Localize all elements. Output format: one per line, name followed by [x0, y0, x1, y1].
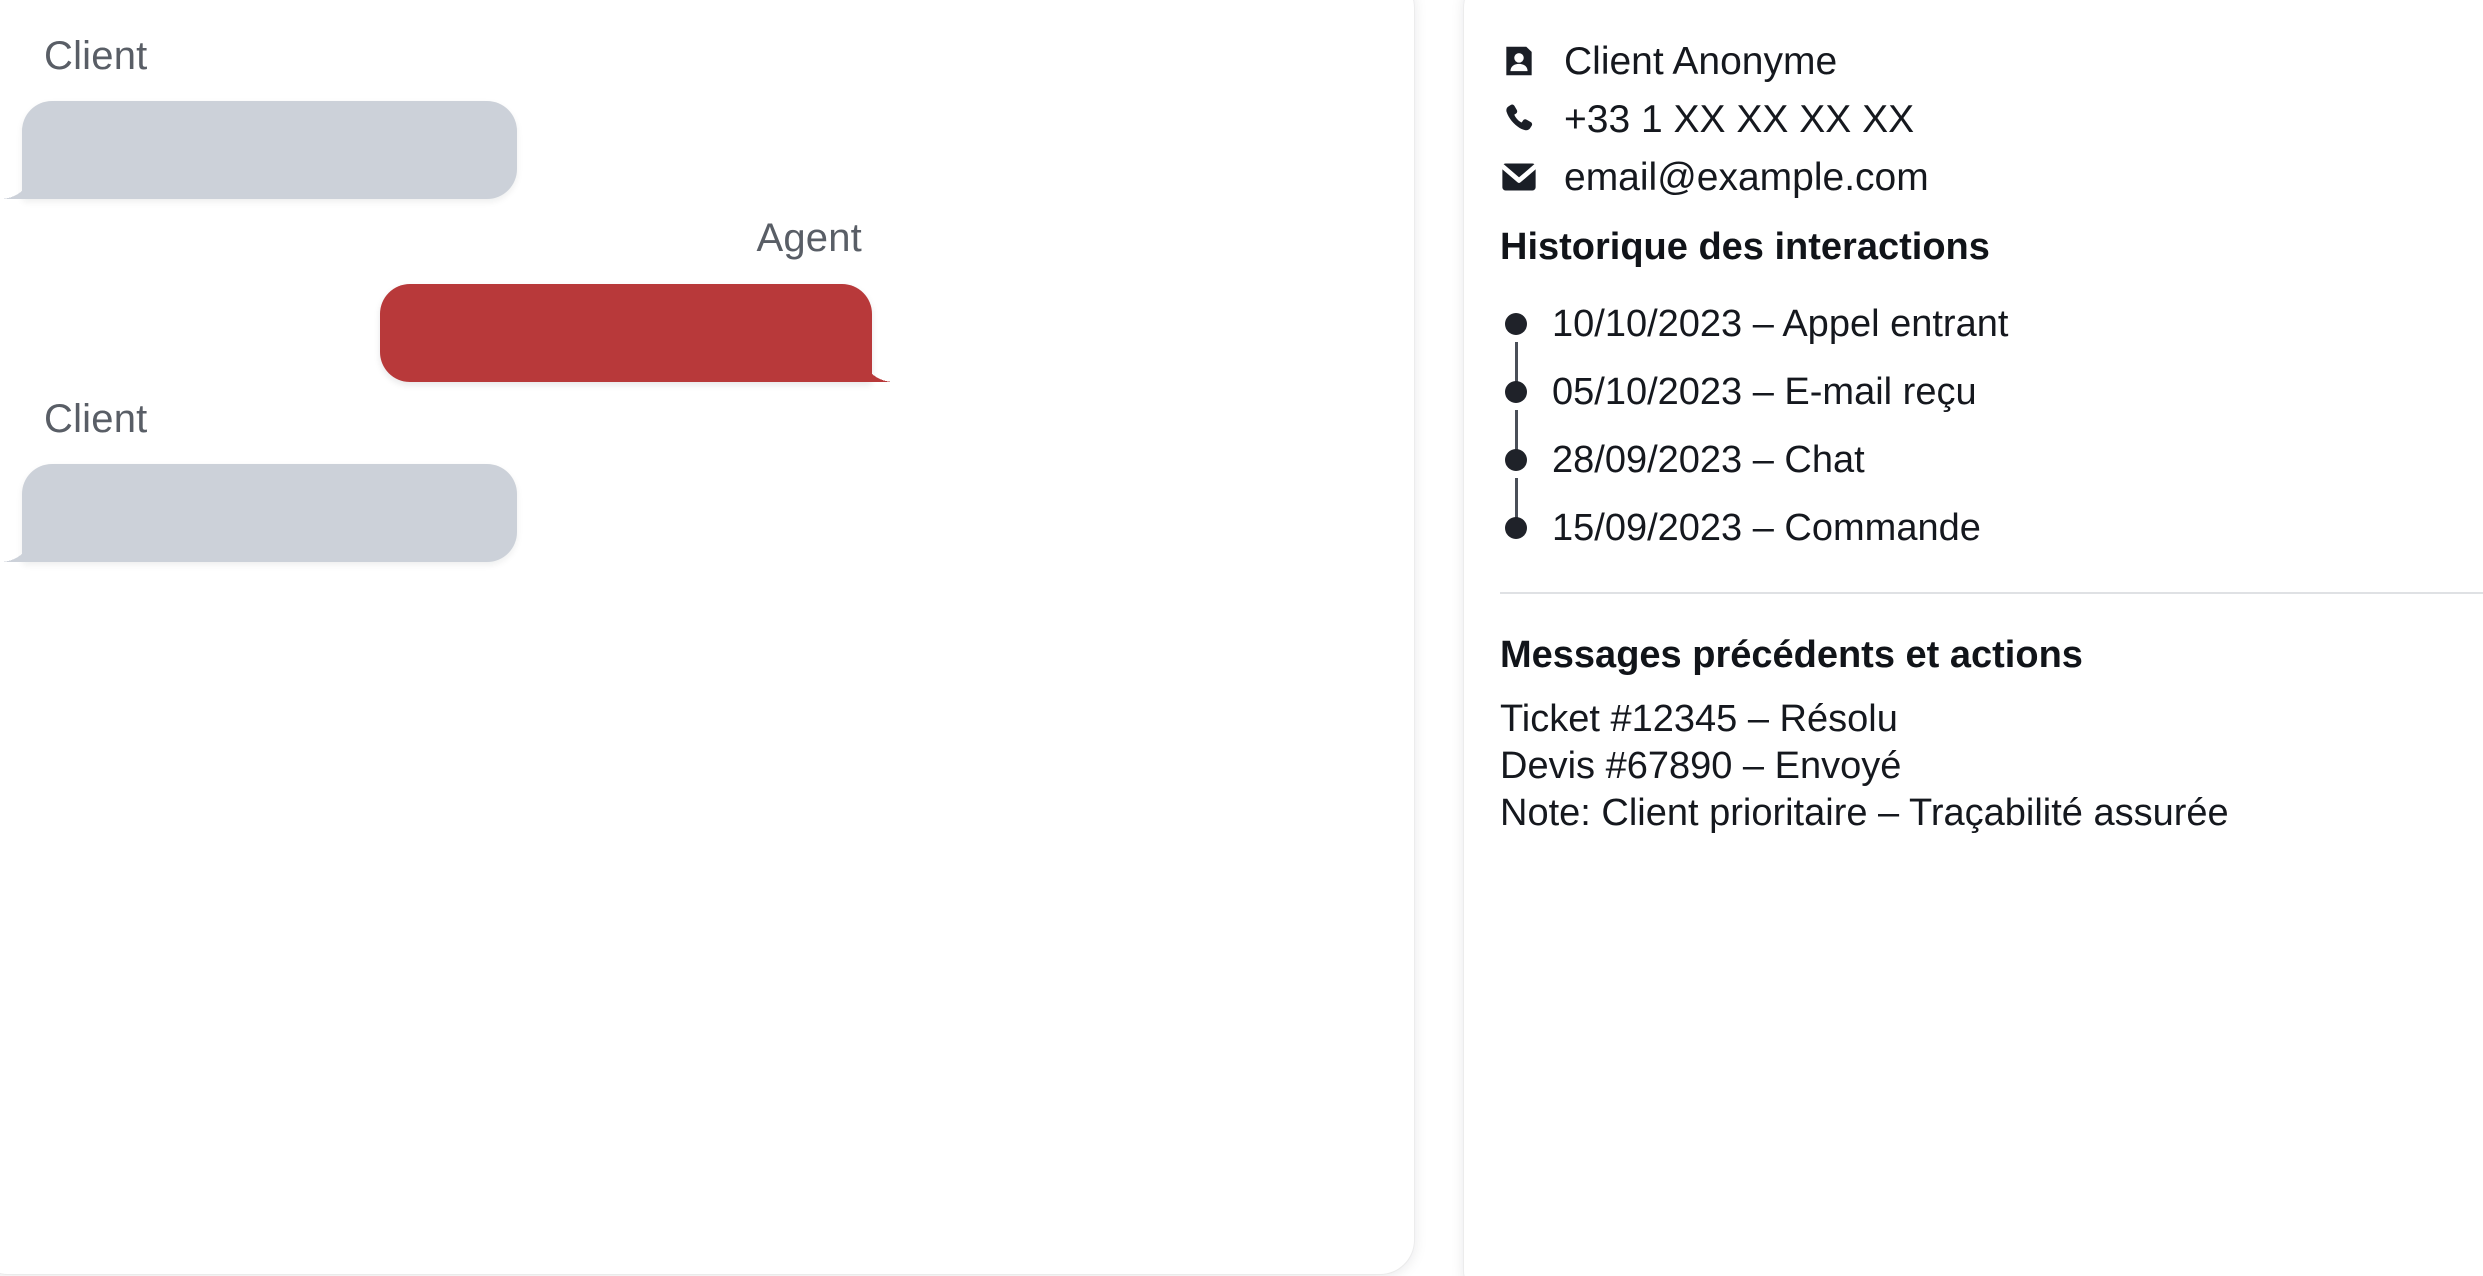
- conversation-panel: Client Agent Client: [0, 0, 1390, 1276]
- message-bubble-client[interactable]: [22, 464, 517, 562]
- timeline-item-label: 28/09/2023 – Chat: [1552, 439, 1865, 481]
- previous-messages-actions-heading: Messages précédents et actions: [1500, 634, 2083, 676]
- timeline-connector: [1515, 410, 1518, 454]
- timeline-item[interactable]: 05/10/2023 – E-mail reçu: [1500, 358, 2483, 454]
- customer-details-panel: Client Anonyme +33 1 XX XX XX XX email@e…: [1500, 0, 2483, 1276]
- envelope-icon: [1500, 158, 1538, 196]
- phone-icon: [1500, 100, 1538, 138]
- timeline-dot-icon: [1505, 449, 1527, 471]
- message-speaker-label: Client: [44, 397, 148, 441]
- message-client-1[interactable]: Client: [22, 36, 517, 199]
- contact-row-phone[interactable]: +33 1 XX XX XX XX: [1500, 90, 2483, 148]
- action-item-note: Note: Client prioritaire – Traçabilité a…: [1500, 792, 2229, 834]
- message-speaker-label: Agent: [756, 216, 862, 260]
- section-divider: [1500, 592, 2483, 594]
- contact-row-email[interactable]: email@example.com: [1500, 148, 2483, 206]
- timeline-item[interactable]: 10/10/2023 – Appel entrant: [1500, 290, 2483, 386]
- contact-row-name[interactable]: Client Anonyme: [1500, 32, 2483, 90]
- timeline-item-label: 10/10/2023 – Appel entrant: [1552, 303, 2009, 345]
- contact-name-value: Client Anonyme: [1564, 39, 1838, 83]
- timeline-connector: [1515, 342, 1518, 386]
- actions-list: Ticket #12345 – Résolu Devis #67890 – En…: [1500, 700, 2483, 841]
- contact-email-value: email@example.com: [1564, 155, 1929, 199]
- message-agent-1[interactable]: Agent: [380, 218, 872, 382]
- timeline-dot-icon: [1505, 381, 1527, 403]
- message-bubble-agent[interactable]: [380, 284, 872, 382]
- action-item-ticket[interactable]: Ticket #12345 – Résolu: [1500, 698, 1898, 740]
- message-speaker-label: Client: [44, 34, 148, 78]
- interaction-timeline: 10/10/2023 – Appel entrant 05/10/2023 – …: [1500, 290, 2483, 562]
- message-bubble-client[interactable]: [22, 101, 517, 199]
- customer-details-card: [1464, 0, 2483, 1276]
- interaction-history-heading: Historique des interactions: [1500, 226, 1990, 268]
- message-client-2[interactable]: Client: [22, 399, 517, 562]
- timeline-item[interactable]: 15/09/2023 – Commande: [1500, 494, 2483, 562]
- timeline-connector: [1515, 478, 1518, 522]
- contact-phone-value: +33 1 XX XX XX XX: [1564, 97, 1915, 141]
- contact-card-icon: [1500, 42, 1538, 80]
- conversation-card: [0, 0, 1414, 1274]
- timeline-item[interactable]: 28/09/2023 – Chat: [1500, 426, 2483, 522]
- timeline-dot-icon: [1505, 313, 1527, 335]
- action-item-quote[interactable]: Devis #67890 – Envoyé: [1500, 745, 1902, 787]
- timeline-item-label: 05/10/2023 – E-mail reçu: [1552, 371, 1977, 413]
- timeline-item-label: 15/09/2023 – Commande: [1552, 507, 1981, 549]
- timeline-dot-icon: [1505, 517, 1527, 539]
